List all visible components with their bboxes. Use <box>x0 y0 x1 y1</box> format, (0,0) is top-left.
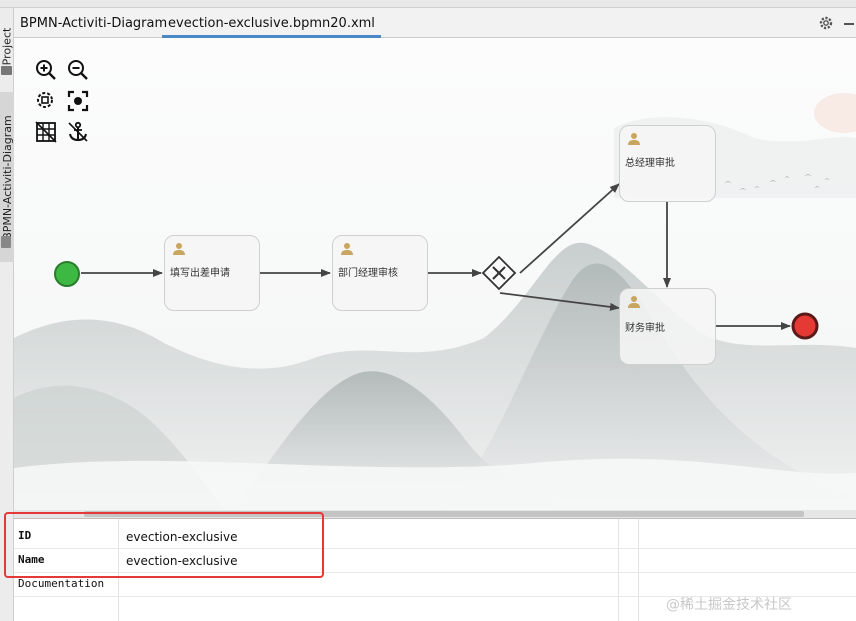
user-icon <box>173 243 185 255</box>
task-dept-manager-review[interactable]: 部门经理审核 <box>332 235 428 311</box>
sequence-flows <box>81 183 791 330</box>
property-key: Documentation <box>18 577 105 590</box>
exclusive-gateway[interactable] <box>481 255 517 291</box>
grid-icon[interactable] <box>34 120 58 144</box>
start-event[interactable] <box>52 259 82 289</box>
property-row-id[interactable]: ID evection-exclusive <box>14 525 856 549</box>
zoom-in-icon[interactable] <box>34 58 58 82</box>
task-label: 财务审批 <box>625 323 665 334</box>
column-divider <box>638 519 639 621</box>
tab-evection-exclusive-xml[interactable]: evection-exclusive.bpmn20.xml <box>162 8 381 38</box>
task-general-manager-approval[interactable]: 总经理审批 <box>619 125 716 202</box>
bpmn-diagram-tool-tab[interactable]: BPMN-Activiti-Diagram <box>0 92 14 262</box>
diagram-icon <box>1 236 11 248</box>
project-tab-label: Project <box>0 27 14 65</box>
end-event[interactable] <box>790 311 820 341</box>
user-icon <box>341 243 353 255</box>
column-divider <box>118 519 119 621</box>
anchor-icon[interactable] <box>66 120 90 144</box>
menu-strip <box>0 0 856 8</box>
zoom-fit-icon[interactable] <box>34 89 58 113</box>
bpmn-canvas[interactable]: 填写出差申请 部门经理审核 总经理审批 财务审批 <box>14 38 856 510</box>
property-key: Name <box>18 553 45 566</box>
watermark: @稀土掘金技术社区 <box>666 597 792 613</box>
editor-tab-bar: BPMN-Activiti-Diagram evection-exclusive… <box>14 8 856 38</box>
bpmn-tab-label: BPMN-Activiti-Diagram <box>0 114 14 240</box>
property-row-documentation[interactable]: Documentation <box>14 573 856 597</box>
task-label: 填写出差申请 <box>170 268 230 279</box>
folder-icon <box>1 66 12 75</box>
scrollbar-thumb[interactable] <box>84 511 804 517</box>
canvas-horizontal-scrollbar[interactable] <box>14 510 856 518</box>
zoom-out-icon[interactable] <box>66 58 90 82</box>
flow-gateway-to-finance[interactable] <box>499 292 620 311</box>
column-divider <box>618 519 619 621</box>
property-value[interactable]: evection-exclusive <box>126 530 238 544</box>
flow-gateway-to-gm[interactable] <box>519 183 620 274</box>
property-value[interactable]: evection-exclusive <box>126 554 238 568</box>
user-icon <box>628 296 640 308</box>
gear-icon[interactable] <box>818 15 834 31</box>
tool-window-strip: Project BPMN-Activiti-Diagram <box>0 8 14 621</box>
highlight-box <box>4 512 324 578</box>
zoom-actual-icon[interactable] <box>66 89 90 113</box>
task-label: 总经理审批 <box>625 158 675 169</box>
user-icon <box>628 133 640 145</box>
task-fill-application[interactable]: 填写出差申请 <box>164 235 260 311</box>
property-row-name[interactable]: Name evection-exclusive <box>14 549 856 573</box>
task-finance-approval[interactable]: 财务审批 <box>619 288 716 365</box>
task-label: 部门经理审核 <box>338 268 398 279</box>
property-key: ID <box>18 529 32 542</box>
minimize-icon[interactable] <box>844 23 854 25</box>
properties-panel: ID evection-exclusive Name evection-excl… <box>14 518 856 621</box>
tab-bpmn-activiti-diagram[interactable]: BPMN-Activiti-Diagram <box>20 16 168 31</box>
